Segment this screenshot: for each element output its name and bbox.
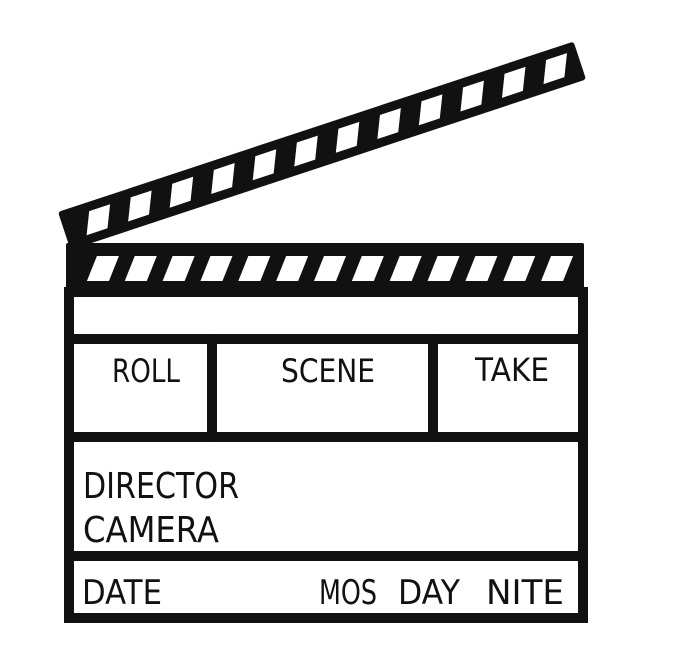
stripe — [162, 256, 195, 281]
stripe — [418, 94, 443, 126]
director-label: DIRECTOR — [83, 466, 239, 507]
clapper-stick-frame — [58, 42, 586, 250]
stripe — [460, 80, 484, 112]
stripe — [351, 256, 384, 281]
stripe — [128, 190, 152, 222]
nite-label: NITE — [486, 573, 564, 613]
stripe — [124, 256, 157, 281]
stripe — [427, 256, 460, 281]
stripe — [541, 256, 574, 281]
stripe — [86, 204, 111, 236]
roll-label: ROLL — [112, 352, 180, 390]
stripe — [543, 53, 567, 85]
day-label: DAY — [398, 573, 460, 613]
stripe — [276, 256, 309, 281]
stripe — [377, 108, 401, 140]
stripe — [335, 121, 360, 153]
stripe — [86, 256, 119, 281]
stripe — [314, 256, 346, 281]
slate-board — [64, 287, 588, 623]
stripe — [252, 149, 277, 181]
mos-label: MOS — [319, 573, 377, 613]
take-label: TAKE — [474, 351, 549, 389]
stripe — [294, 135, 318, 167]
stripe — [465, 256, 498, 281]
clapper-stick — [58, 42, 586, 250]
hinge-bar — [66, 243, 584, 294]
stripe — [200, 256, 233, 281]
stripe — [238, 256, 271, 281]
camera-label: CAMERA — [83, 510, 219, 551]
stripe — [503, 256, 536, 281]
hinge-bar-stripes — [86, 256, 574, 281]
stripe — [501, 66, 526, 98]
clapper-stick-stripes — [86, 53, 567, 236]
date-label: DATE — [82, 573, 162, 613]
scene-label: SCENE — [281, 352, 375, 390]
stripe — [211, 163, 235, 194]
stripe — [389, 256, 422, 281]
stripe — [169, 176, 194, 208]
slate-board-outline — [64, 287, 588, 623]
